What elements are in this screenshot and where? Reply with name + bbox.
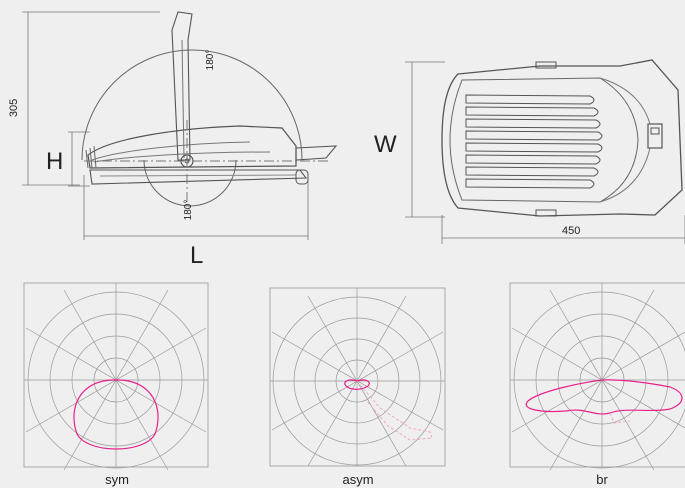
polar-caption-sym: sym [105,472,129,487]
dimension-450-label: 450 [562,225,580,237]
angle-top-label: 180° [205,50,216,71]
dimension-l-label: L [190,242,203,269]
dimension-305-label: 305 [8,99,20,117]
polar-caption-asym: asym [342,472,373,487]
dimension-h-label: H [46,148,63,175]
polar-diagram-sym [23,282,209,471]
polar-caption-br: br [596,472,608,487]
side-view [22,11,338,240]
dimension-w-label: W [374,131,397,158]
angle-bottom-label: 180° [183,200,194,221]
polar-diagram-br [509,282,685,471]
polar-diagram-asym [269,287,446,467]
top-view [405,59,685,244]
